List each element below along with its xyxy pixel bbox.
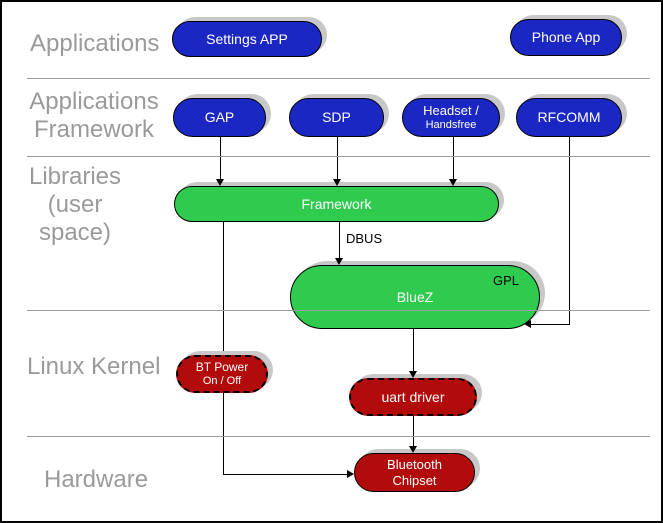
layer-label-text: Framework [33, 116, 154, 143]
layer-separator-2 [27, 156, 650, 157]
layer-label-text: (user space) [38, 191, 112, 246]
dbus-edge-label: DBUS [346, 231, 383, 246]
node-bluez: GPL BlueZ [290, 265, 540, 329]
arrowhead-framework-to-bluez [335, 258, 343, 265]
node-label: BT Power [195, 360, 249, 375]
node-headset-handsfree: Headset / Handsfree [402, 98, 500, 137]
layer-label-text: Libraries [28, 163, 122, 190]
connector-framework-to-btpower-down [223, 222, 224, 474]
node-label: Settings APP [206, 30, 288, 47]
layer-separator-4 [27, 436, 650, 437]
connector-sdp-to-framework [337, 137, 338, 181]
arrowhead-gap-to-framework [216, 179, 224, 186]
gpl-license-tag: GPL [492, 273, 519, 288]
layer-label-libraries: Libraries (user space) [10, 163, 140, 247]
layer-separator-3 [27, 310, 650, 311]
node-label: SDP [322, 109, 351, 126]
node-label: uart driver [381, 388, 445, 405]
node-framework: Framework [174, 186, 499, 222]
arrowhead-uart-to-chipset [409, 446, 417, 453]
node-uart-driver: uart driver [349, 378, 477, 416]
node-bluetooth-chipset: Bluetooth Chipset [354, 453, 475, 492]
layer-label-text: Applications [30, 30, 160, 57]
node-sdp: SDP [289, 98, 384, 137]
node-label: GAP [204, 109, 235, 126]
node-phone-app: Phone App [510, 19, 622, 56]
node-label: BlueZ [396, 288, 434, 305]
node-bt-power: BT Power On / Off [176, 355, 268, 393]
node-label: Framework [301, 195, 372, 212]
layer-label-applications-framework: Applications Framework [24, 88, 164, 144]
node-label: Bluetooth [387, 457, 442, 473]
layer-label-applications: Applications [30, 30, 159, 58]
node-label: Headset / [423, 103, 479, 119]
layer-label-linux-kernel: Linux Kernel [27, 353, 160, 381]
connector-gap-to-framework [220, 137, 221, 181]
connector-rfcomm-down [569, 137, 570, 325]
layer-separator-1 [27, 78, 650, 79]
layer-label-text: Hardware [44, 466, 149, 493]
arrowhead-bluez-to-uart [409, 371, 417, 378]
connector-framework-to-bluez-dbus [339, 222, 340, 259]
connector-uart-to-chipset [413, 416, 414, 447]
arrowhead-btpower-to-chipset [347, 470, 354, 478]
connector-bluez-to-uart [413, 329, 414, 372]
layer-label-text: Applications [29, 88, 159, 115]
layer-label-hardware: Hardware [44, 466, 148, 494]
connector-rfcomm-to-bluez [531, 324, 570, 325]
node-settings-app: Settings APP [172, 21, 322, 57]
node-label: On / Off [202, 374, 242, 387]
node-label: Phone App [531, 29, 601, 46]
layer-label-text: Linux Kernel [27, 353, 161, 380]
connector-btpower-to-chipset [223, 474, 347, 475]
arrowhead-headset-to-framework [449, 179, 457, 186]
node-rfcomm: RFCOMM [516, 98, 622, 137]
arrowhead-sdp-to-framework [333, 179, 341, 186]
connector-headset-to-framework [453, 137, 454, 181]
node-label: Chipset [392, 472, 437, 488]
node-label: RFCOMM [537, 109, 601, 126]
node-gap: GAP [173, 98, 266, 137]
node-label: Handsfree [425, 118, 477, 131]
arrowhead-rfcomm-to-bluez [524, 320, 531, 328]
